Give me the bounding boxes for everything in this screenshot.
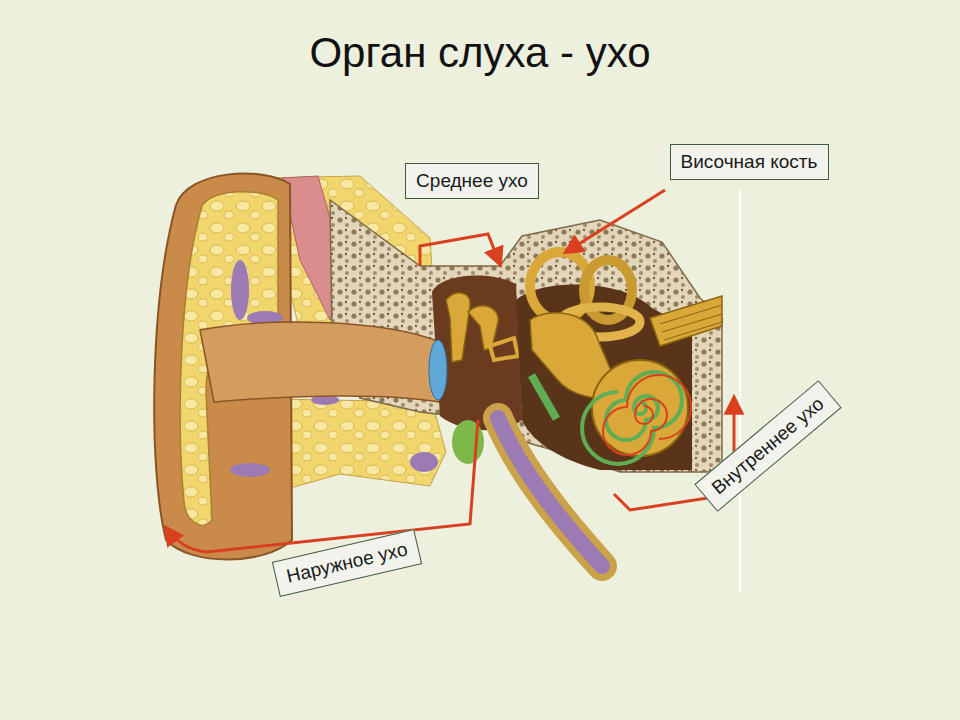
canal-green [528, 373, 560, 420]
section-line [739, 190, 741, 592]
middle-ear-bracket [420, 234, 500, 266]
eustachian-tube [498, 418, 602, 566]
auditory-nerve [660, 305, 722, 340]
auditory-nerve [650, 296, 722, 346]
vessel [452, 420, 484, 464]
eardrum [429, 340, 447, 400]
cartilage-vein [231, 260, 249, 320]
stapes [490, 338, 518, 360]
cochlea-spiral [603, 375, 691, 455]
outer-ear-bracket [166, 420, 478, 552]
malleus [446, 293, 470, 362]
label-text: Наружное ухо [284, 537, 410, 588]
label-box: Наружное ухо [272, 529, 422, 597]
label-text: Среднее ухо [416, 169, 528, 193]
label-text: Внутреннее ухо [707, 392, 830, 500]
cartilage-vein [230, 463, 270, 477]
label-box: Среднее ухо [405, 163, 539, 199]
label-box: Внутреннее ухо [694, 380, 841, 512]
ear-canal [200, 322, 440, 402]
label-box: Височная кость [670, 144, 829, 180]
eustachian-tube [498, 418, 602, 566]
vessel [410, 452, 438, 472]
temporal-bone-arrow [566, 190, 665, 252]
page-title: Орган слуха - ухо [0, 28, 960, 78]
label-text: Височная кость [681, 150, 818, 174]
